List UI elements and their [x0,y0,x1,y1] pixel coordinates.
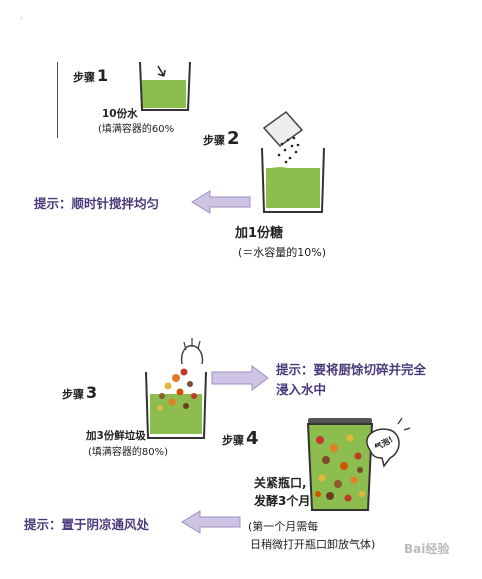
corner-mark: · [20,14,23,24]
tip2-line1: 提示：要将厨馀切碎并完全 [276,362,427,377]
tip2-line2: 浸入水中 [276,382,327,397]
speech-bubble [366,417,411,468]
step1-amount: 10份水 [102,108,138,120]
step3-note: (填满容器的80%) [88,447,169,458]
step4-instr-line2: 发酵3个月 [254,494,311,508]
food-scraps-icon [157,368,197,411]
step3-label: 步骤 [62,388,84,401]
step1-label: 步骤 [73,71,95,84]
divider-line [57,62,58,138]
step4-number: 4 [246,428,259,449]
step4-note-line2: 日稍微打开瓶口卸放气体) [250,538,376,551]
step1-number: 1 [97,66,109,85]
sugar-bag-icon [262,110,304,164]
step2-amount: 加1份糖 [235,226,284,241]
step3-number: 3 [86,383,98,402]
fermenting-scraps-icon [315,434,365,502]
step2-label: 步骤 [203,134,225,147]
hand-icon [180,338,204,365]
step2-number: 2 [227,128,240,149]
jar-lid [308,418,372,424]
tip3-text: 提示：置于阴凉通风处 [24,517,150,532]
step1-note: (填满容器的60% [98,124,175,135]
tip1-text: 提示：顺时针搅拌均匀 [34,196,160,211]
step2-note: (＝水容量的10%) [238,246,327,259]
step4-label: 步骤 [222,434,244,447]
watermark: Bai经验 [404,542,450,556]
step4-instr-line1: 关紧瓶口, [254,476,307,490]
step4-note-line1: (第一个月需每 [248,520,319,533]
step3-amount: 加3份鲜垃圾 [86,430,146,442]
pour-arrow-icon [157,65,166,77]
